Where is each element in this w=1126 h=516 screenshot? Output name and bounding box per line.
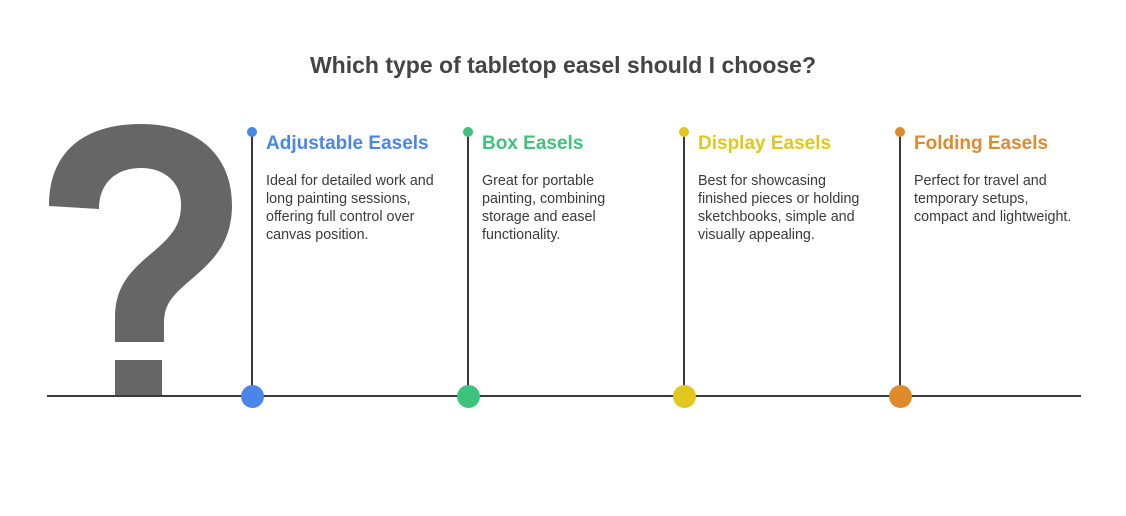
option-heading: Folding Easels (914, 133, 1049, 154)
option-stem (899, 133, 901, 395)
option-heading: Adjustable Easels (266, 133, 429, 154)
option-base-dot (672, 385, 696, 408)
option-base-dot (456, 385, 480, 408)
option-stem (683, 133, 685, 395)
option-heading: Display Easels (698, 133, 832, 154)
option-description: Perfect for travel and temporary setups,… (914, 173, 1072, 225)
option-base-dot (888, 385, 912, 408)
option-top-dot (463, 127, 473, 137)
timeline-baseline (47, 395, 1081, 397)
option-stem (251, 133, 253, 395)
page-title: Which type of tabletop easel should I ch… (309, 52, 817, 78)
option-heading: Box Easels (482, 133, 584, 154)
option-top-dot (679, 127, 689, 137)
option-top-dot (247, 127, 257, 137)
option-stem (467, 133, 469, 395)
option-description: Ideal for detailed work and long paintin… (266, 173, 434, 243)
option-description: Great for portable painting, combining s… (482, 173, 606, 243)
option-description: Best for showcasing finished pieces or h… (698, 173, 860, 243)
option-base-dot (240, 385, 264, 408)
option-top-dot (895, 127, 905, 137)
question-mark-icon (40, 112, 240, 407)
